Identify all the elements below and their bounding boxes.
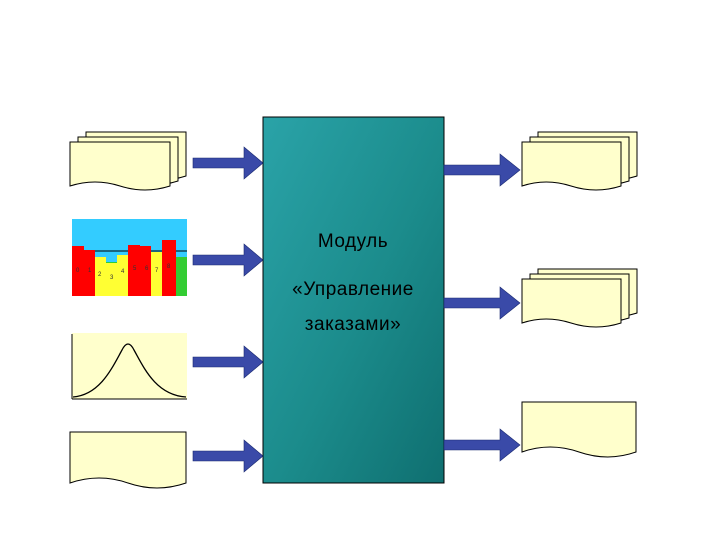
input-stacked-documents-icon xyxy=(70,132,186,190)
input-arrow-2 xyxy=(193,244,263,276)
output-stacked-documents-icon-2 xyxy=(522,269,637,327)
input-bell-curve-icon xyxy=(72,333,187,399)
output-arrow-3 xyxy=(444,429,520,461)
input-arrow-3 xyxy=(193,346,263,378)
output-document-icon xyxy=(522,402,636,457)
output-arrow-2 xyxy=(444,287,520,319)
output-stacked-documents-icon-1 xyxy=(522,132,637,190)
module-title-line-2: «Управление xyxy=(262,279,444,301)
output-arrow-1 xyxy=(444,154,520,186)
module-title-line-1: Модуль xyxy=(262,231,444,253)
input-arrow-4 xyxy=(193,440,263,472)
module-title-line-3: заказами» xyxy=(262,314,444,336)
input-arrow-1 xyxy=(193,147,263,179)
input-document-icon xyxy=(70,432,186,488)
